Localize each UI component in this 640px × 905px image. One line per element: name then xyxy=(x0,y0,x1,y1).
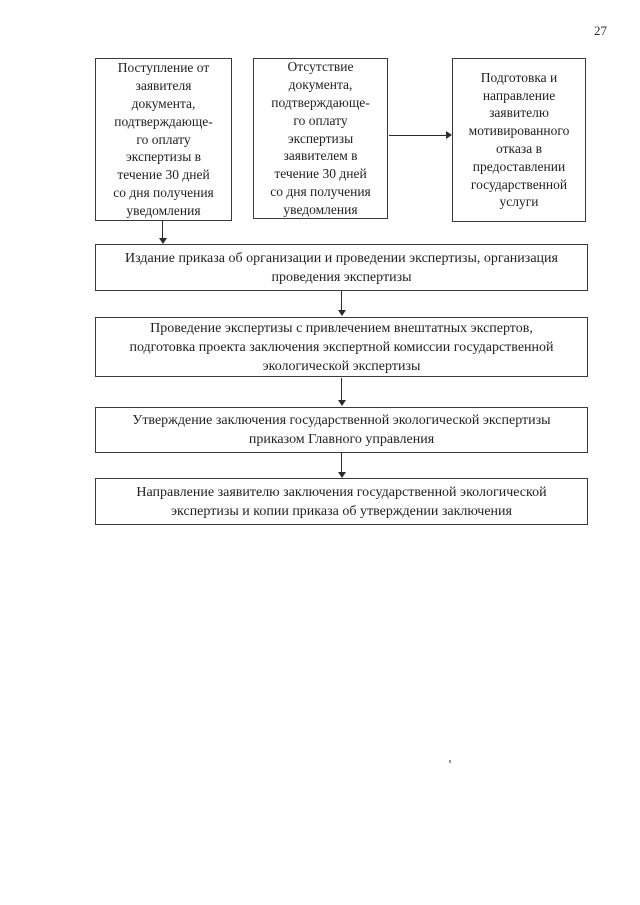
flow-box-motivated-refusal: Подготовка и направление заявителю мотив… xyxy=(452,58,586,222)
flow-box-order-issuing: Издание приказа об организации и проведе… xyxy=(95,244,588,291)
flow-box-expertise-conducting: Проведение экспертизы с привлечением вне… xyxy=(95,317,588,377)
flow-box-payment-document-received: Поступление от заявителя документа, подт… xyxy=(95,58,232,221)
page-number: 27 xyxy=(594,23,607,38)
flow-box-conclusion-approval: Утверждение заключения государственной э… xyxy=(95,407,588,453)
flow-box-payment-document-absent-text: Отсутствие документа, подтверждающе- го … xyxy=(270,59,371,217)
flow-box-order-issuing-text: Издание приказа об организации и проведе… xyxy=(125,250,558,285)
flow-box-conclusion-sending-text: Направление заявителю заключения государ… xyxy=(136,484,547,519)
arrow-down-icon xyxy=(158,221,167,244)
arrow-right-icon xyxy=(389,131,452,140)
arrow-down-icon xyxy=(337,291,346,316)
arrow-down-icon xyxy=(337,453,346,478)
flow-box-payment-document-received-text: Поступление от заявителя документа, подт… xyxy=(113,60,214,218)
flow-box-motivated-refusal-text: Подготовка и направление заявителю мотив… xyxy=(468,69,570,210)
flow-box-expertise-conducting-text: Проведение экспертизы с привлечением вне… xyxy=(129,320,554,374)
arrow-down-icon xyxy=(337,378,346,406)
scan-artifact xyxy=(449,760,451,763)
flow-box-payment-document-absent: Отсутствие документа, подтверждающе- го … xyxy=(253,58,388,219)
flow-box-conclusion-approval-text: Утверждение заключения государственной э… xyxy=(132,413,551,447)
flow-box-conclusion-sending: Направление заявителю заключения государ… xyxy=(95,478,588,525)
